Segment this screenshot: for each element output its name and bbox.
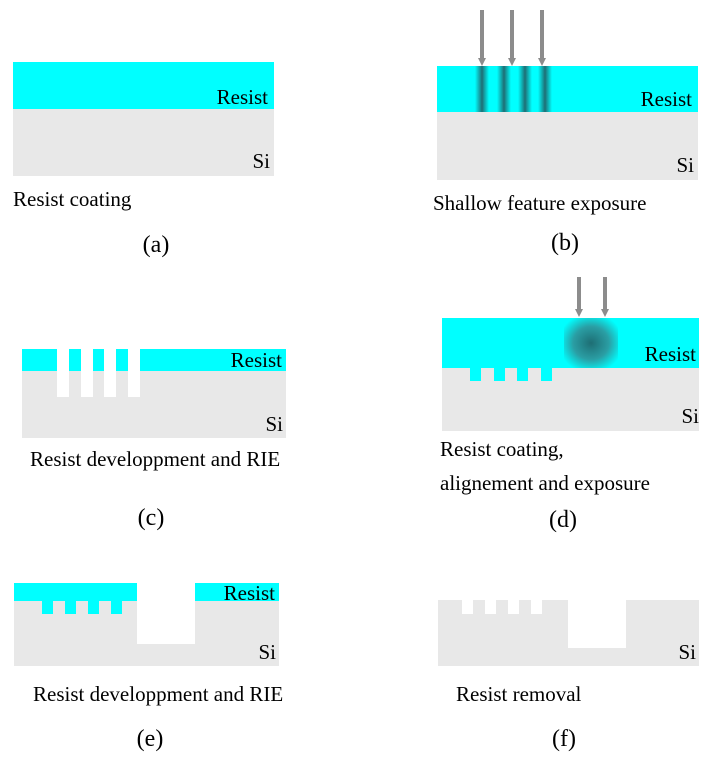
- panel-label: (b): [551, 230, 579, 256]
- surface-notch: [508, 600, 519, 614]
- caption: Resist developpment and RIE: [30, 447, 280, 471]
- etched-trench: [104, 349, 116, 397]
- etched-trench: [128, 349, 140, 397]
- panel-b: Resist Si Shallow feature exposure (b): [433, 10, 698, 256]
- panel-label: (c): [138, 505, 165, 531]
- etched-cavity: [137, 583, 195, 644]
- surface-notch: [462, 600, 473, 614]
- caption: Resist removal: [456, 682, 582, 706]
- si-label: Si: [681, 404, 699, 428]
- silicon-step: [438, 602, 568, 603]
- exposed-stripe: [538, 66, 552, 112]
- panel-a: Resist Si Resist coating (a): [13, 62, 274, 258]
- si-label: Si: [676, 153, 694, 177]
- exposed-stripe: [497, 66, 511, 112]
- buried-feature: [517, 368, 528, 381]
- panel-c: Resist Si Resist developpment and RIE (c…: [22, 348, 286, 531]
- resist-label: Resist: [217, 85, 269, 109]
- resist-layer: [14, 583, 137, 601]
- panel-f: Si Resist removal (f): [438, 600, 699, 752]
- buried-feature: [470, 368, 481, 381]
- si-label: Si: [252, 149, 270, 173]
- buried-feature: [88, 600, 99, 614]
- resist-layer: [13, 62, 274, 109]
- si-label: Si: [265, 412, 283, 436]
- buried-feature: [494, 368, 505, 381]
- si-label: Si: [678, 640, 696, 664]
- resist-label: Resist: [224, 581, 276, 605]
- resist-label: Resist: [645, 342, 697, 366]
- buried-feature: [42, 600, 53, 614]
- etched-trench: [81, 349, 93, 397]
- exposed-stripe: [518, 66, 532, 112]
- silicon-substrate: [13, 109, 274, 176]
- buried-feature: [541, 368, 552, 381]
- si-label: Si: [258, 640, 276, 664]
- panel-label: (a): [143, 232, 170, 258]
- surface-notch: [531, 600, 542, 614]
- caption-line-2: alignement and exposure: [440, 471, 650, 495]
- panel-label: (d): [549, 507, 577, 533]
- exposed-stripe: [475, 66, 489, 112]
- caption: Resist developpment and RIE: [33, 682, 283, 706]
- panel-d: Resist Si Resist coating, alignement and…: [440, 277, 699, 533]
- caption-line-1: Resist coating,: [440, 437, 564, 461]
- silicon-substrate: [437, 112, 698, 180]
- etched-trench: [57, 349, 69, 397]
- caption: Resist coating: [13, 187, 132, 211]
- caption: Shallow feature exposure: [433, 191, 646, 215]
- etched-cavity: [568, 600, 626, 648]
- surface-notch: [485, 600, 496, 614]
- resist-label: Resist: [231, 348, 283, 372]
- buried-feature: [65, 600, 76, 614]
- panel-label: (e): [137, 726, 164, 752]
- silicon-substrate: [442, 368, 699, 431]
- resist-label: Resist: [641, 87, 693, 111]
- panel-label: (f): [552, 726, 576, 752]
- resist-layer: [195, 583, 279, 601]
- exposed-region: [564, 318, 618, 368]
- buried-feature: [111, 600, 122, 614]
- panel-e: Resist Si Resist developpment and RIE (e…: [14, 581, 283, 752]
